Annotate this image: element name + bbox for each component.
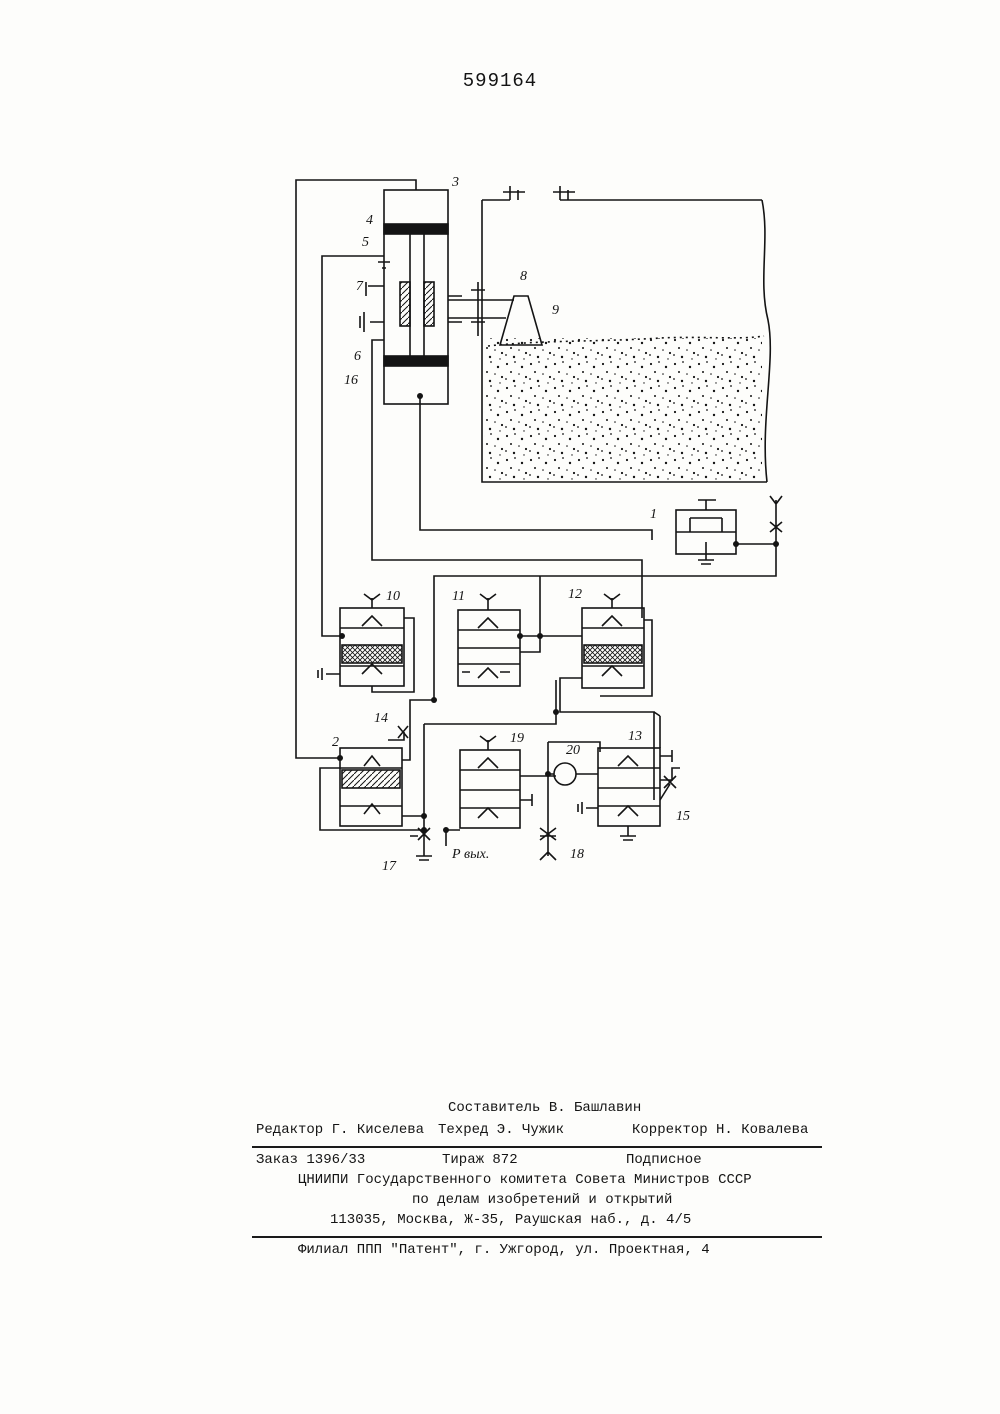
imprint-branch: Филиал ППП "Патент", г. Ужгород, ул. Про…: [298, 1242, 710, 1258]
imprint-institute: ЦНИИПИ Государственного комитета Совета …: [298, 1172, 752, 1188]
label-8: 8: [520, 269, 527, 284]
imprint-divider-bottom: [252, 1236, 822, 1238]
label-1: 1: [650, 507, 657, 522]
imprint-subscription: Подписное: [626, 1152, 702, 1168]
label-12: 12: [568, 587, 582, 602]
imprint-circulation: Тираж 872: [442, 1152, 518, 1168]
label-9: 9: [552, 303, 559, 318]
imprint-order: Заказ 1396/33: [256, 1152, 365, 1168]
label-13: 13: [628, 729, 642, 744]
label-4: 4: [366, 213, 373, 228]
label-14: 14: [374, 711, 388, 726]
indicator-20: [540, 742, 600, 860]
label-15: 15: [676, 809, 690, 824]
imprint-address: 113035, Москва, Ж-35, Раушская наб., д. …: [330, 1212, 691, 1228]
imprint-corrector: Корректор Н. Ковалева: [632, 1122, 808, 1138]
label-6: 6: [354, 349, 361, 364]
label-20: 20: [566, 743, 580, 758]
label-5: 5: [362, 235, 369, 250]
relay-11: [458, 576, 582, 686]
label-3: 3: [451, 175, 459, 190]
label-11: 11: [452, 589, 465, 604]
relay-19: [446, 736, 556, 846]
tank: [482, 186, 770, 482]
label-7: 7: [356, 279, 364, 294]
label-18: 18: [570, 847, 584, 862]
label-p-out: Р вых.: [451, 847, 489, 862]
imprint-affairs: по делам изобретений и открытий: [412, 1192, 672, 1208]
label-10: 10: [386, 589, 400, 604]
imprint-techred: Техред Э. Чужик: [438, 1122, 564, 1138]
label-17: 17: [382, 859, 397, 874]
label-2: 2: [332, 735, 339, 750]
label-16: 16: [344, 373, 358, 388]
relay-10: [318, 594, 414, 692]
label-19: 19: [510, 731, 524, 746]
imprint-composer: Составитель В. Башлавин: [448, 1100, 641, 1116]
imprint-divider-top: [252, 1146, 822, 1148]
actuator-cylinder: [360, 190, 462, 404]
valve-plug-9: [448, 282, 542, 345]
imprint-editor: Редактор Г. Киселева: [256, 1122, 424, 1138]
